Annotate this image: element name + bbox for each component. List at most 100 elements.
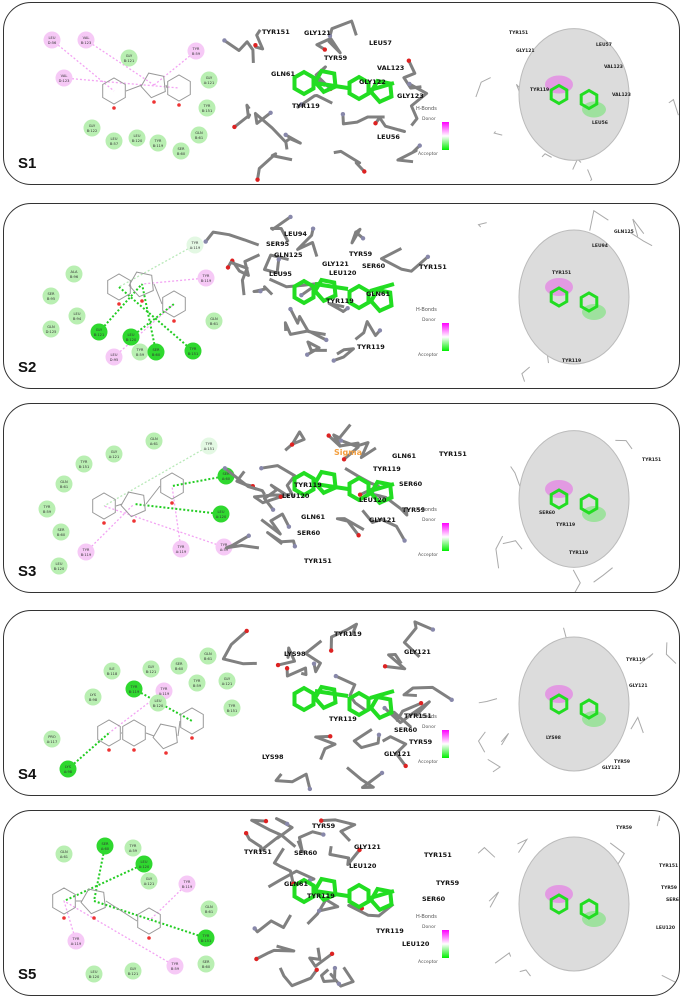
residue-line bbox=[478, 698, 498, 704]
interaction-line bbox=[93, 900, 207, 939]
residue-stick bbox=[266, 531, 297, 547]
residue-stick bbox=[328, 19, 358, 37]
residue-line bbox=[502, 540, 523, 550]
ligand-ring bbox=[128, 271, 154, 298]
residue-stick bbox=[308, 947, 333, 968]
residue-chain: A:121 bbox=[144, 882, 154, 886]
legend-title: H-Bonds bbox=[416, 106, 437, 112]
residue-stick bbox=[383, 700, 431, 725]
residue-disc bbox=[186, 236, 204, 254]
residue-name: LEU bbox=[155, 699, 162, 703]
legend-donor: Donor bbox=[422, 924, 436, 930]
ligand-ring-surface bbox=[549, 893, 569, 915]
residue-stick bbox=[284, 430, 306, 452]
atom bbox=[331, 358, 336, 363]
residue-disc bbox=[125, 680, 143, 698]
legend-gradient-bar bbox=[442, 323, 449, 351]
interaction-line bbox=[67, 732, 110, 770]
ligand-bond-3d bbox=[314, 482, 395, 493]
atom bbox=[357, 492, 363, 497]
residue-chain: A:119 bbox=[190, 246, 201, 250]
legend-gradient-bar bbox=[442, 730, 449, 758]
residue-stick bbox=[253, 914, 293, 934]
residue-chain: A:98 bbox=[64, 770, 73, 774]
residue-chain: B:119 bbox=[201, 279, 212, 283]
acceptor-surface-patch bbox=[582, 304, 606, 320]
ligand-bond bbox=[129, 283, 132, 288]
atom bbox=[382, 705, 387, 711]
atom bbox=[402, 538, 407, 543]
residue-stick bbox=[315, 37, 342, 55]
residue-label-3d: TYR119 bbox=[373, 465, 401, 473]
residue-chain: A:121 bbox=[109, 455, 119, 459]
residue-stick bbox=[231, 253, 261, 277]
atom bbox=[299, 292, 304, 298]
residue-line bbox=[656, 815, 661, 827]
residue-stick bbox=[284, 133, 302, 150]
residue-stick bbox=[267, 869, 316, 889]
residue-disc bbox=[52, 523, 70, 541]
residue-label-3d: GLN125 bbox=[274, 251, 303, 259]
ligand-ring-surface bbox=[579, 493, 599, 515]
residue-stick bbox=[314, 65, 332, 90]
residue-label-3d: TYR119 bbox=[334, 630, 362, 638]
legend-donor: Donor bbox=[422, 517, 436, 523]
residue-disc bbox=[103, 662, 121, 680]
residue-stick bbox=[256, 152, 293, 180]
interaction-line bbox=[85, 39, 155, 86]
residue-stick bbox=[255, 944, 296, 961]
ligand-ring bbox=[152, 723, 178, 750]
ligand-bond bbox=[125, 84, 143, 92]
residue-name: LYS bbox=[65, 765, 72, 769]
legend-gradient-bar bbox=[442, 523, 449, 551]
ligand-ring bbox=[120, 491, 146, 518]
residue-name: GLY bbox=[111, 450, 118, 454]
residue-stick bbox=[374, 116, 406, 133]
residue-name: LEU bbox=[218, 510, 225, 514]
residue-disc bbox=[140, 872, 158, 890]
protein-surface bbox=[518, 636, 630, 772]
residue-disc bbox=[172, 142, 190, 160]
oxygen-atom bbox=[177, 103, 181, 107]
ligand-bond bbox=[145, 485, 161, 505]
residue-chain: B:119 bbox=[81, 553, 92, 557]
residue-chain: B:59 bbox=[136, 353, 145, 357]
residue-stick bbox=[272, 847, 295, 885]
atom bbox=[328, 648, 334, 653]
residue-stick bbox=[244, 832, 280, 853]
residue-label-3d: GLY121 bbox=[369, 516, 396, 524]
interaction-2d-diagram: ILEB:118GLYB:121SERB:60GLNB:61TYRB:59GLY… bbox=[43, 647, 241, 778]
ligand-ring-surface bbox=[579, 898, 599, 920]
residue-label-3d: TYR59 bbox=[402, 506, 426, 514]
atom bbox=[286, 524, 292, 529]
residue-stick bbox=[361, 509, 406, 542]
residue-line bbox=[632, 218, 645, 237]
residue-disc bbox=[178, 875, 196, 893]
atom bbox=[417, 143, 422, 148]
ligand-bond-3d bbox=[314, 81, 395, 92]
ligand-ring-3d bbox=[347, 283, 371, 311]
residue-disc bbox=[85, 965, 103, 983]
residue-disc bbox=[200, 900, 218, 918]
oxygen-atom bbox=[92, 916, 96, 920]
residue-disc bbox=[197, 955, 215, 973]
ligand-ring bbox=[167, 74, 191, 102]
legend-gradient-bar bbox=[442, 930, 449, 958]
atom bbox=[340, 112, 346, 117]
